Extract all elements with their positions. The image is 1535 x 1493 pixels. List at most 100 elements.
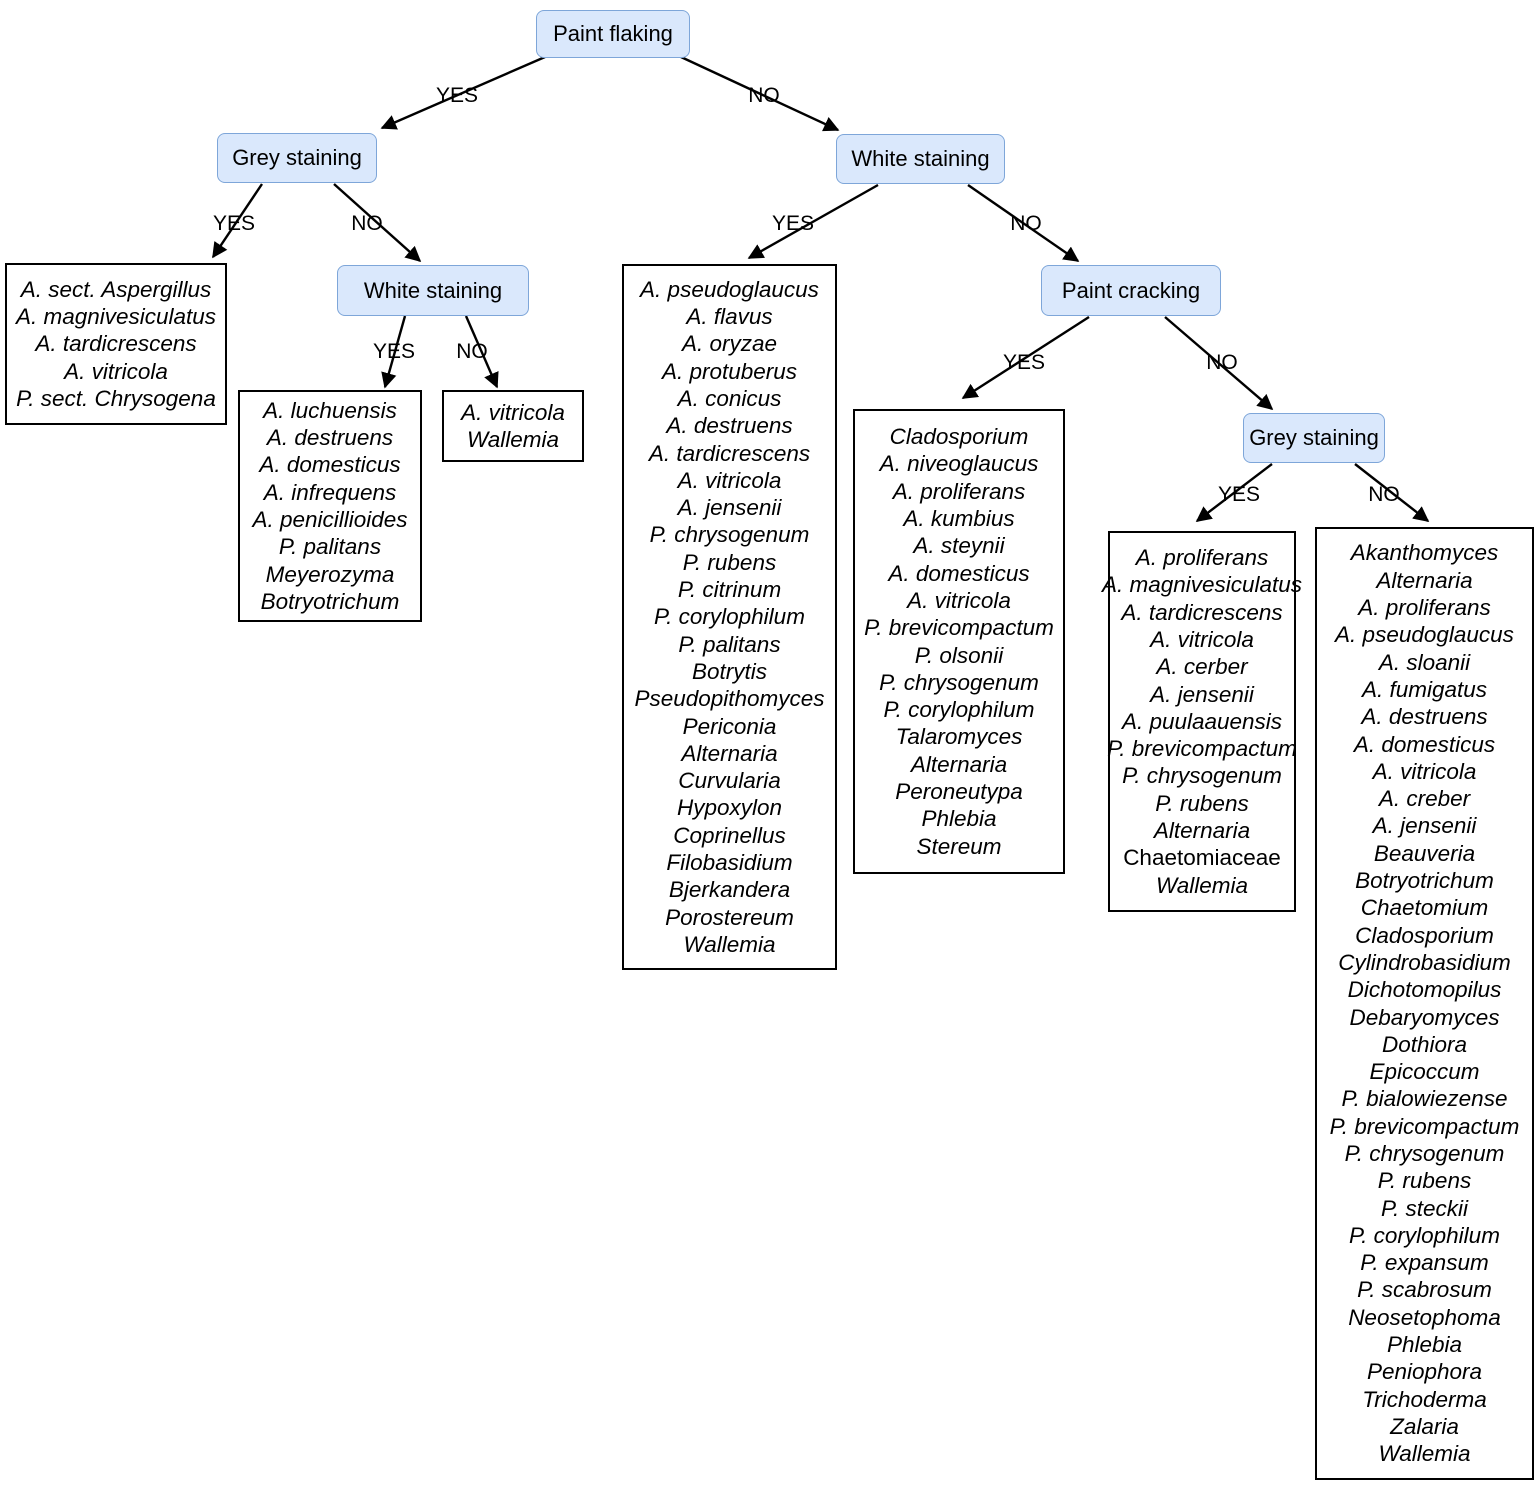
taxon-item: Coprinellus bbox=[673, 822, 786, 848]
taxon-item: Wallemia bbox=[683, 931, 776, 957]
decision-node-white-staining-left[interactable]: White staining bbox=[337, 265, 529, 316]
taxon-item: P. rubens bbox=[1155, 790, 1249, 816]
taxon-item: Cladosporium bbox=[1355, 922, 1494, 948]
taxon-item: Zalaria bbox=[1390, 1413, 1459, 1439]
taxon-item: Alternaria bbox=[1376, 567, 1473, 593]
taxon-item: P. brevicompactum bbox=[1329, 1113, 1520, 1139]
taxon-item: Hypoxylon bbox=[676, 795, 783, 821]
taxon-item: Alternaria bbox=[681, 740, 778, 766]
node-label: Paint flaking bbox=[553, 21, 673, 46]
taxon-item: A. sect. Aspergillus bbox=[20, 276, 212, 302]
decision-node-grey-staining-left[interactable]: Grey staining bbox=[217, 133, 377, 183]
edge-label-whiteleft-yes: YES bbox=[372, 340, 416, 363]
taxon-item: Beauveria bbox=[1373, 840, 1476, 866]
edge-label-whiteleft-no: NO bbox=[456, 340, 488, 363]
taxon-item: Wallemia bbox=[466, 427, 560, 452]
taxon-item: Wallemia bbox=[1155, 872, 1249, 898]
taxon-item: P. chrysogenum bbox=[879, 669, 1039, 695]
taxon-item: A. tardicrescens bbox=[648, 440, 811, 466]
taxon-item: Peroneutypa bbox=[895, 778, 1023, 804]
taxon-item: Filobasidium bbox=[666, 850, 793, 876]
taxon-item: A. jensenii bbox=[1150, 681, 1254, 707]
taxon-item: Debaryomyces bbox=[1349, 1004, 1500, 1030]
decision-node-grey-staining-right[interactable]: Grey staining bbox=[1243, 413, 1385, 463]
taxon-item: Alternaria bbox=[910, 751, 1008, 777]
taxon-item: A. vitricola bbox=[64, 358, 168, 384]
taxon-item: A. niveoglaucus bbox=[879, 451, 1039, 477]
taxon-item: Pseudopithomyces bbox=[634, 686, 825, 712]
taxon-item: A. fumigatus bbox=[1361, 676, 1488, 702]
taxon-item: A. creber bbox=[1378, 786, 1471, 812]
taxon-item: A. penicillioides bbox=[252, 507, 408, 532]
taxon-item: P. olsonii bbox=[914, 642, 1004, 668]
taxon-item: Porostereum bbox=[665, 904, 794, 930]
node-label: Grey staining bbox=[232, 145, 362, 170]
taxon-item: P. bialowiezense bbox=[1341, 1086, 1508, 1112]
taxon-item: A. tardicrescens bbox=[1121, 599, 1283, 625]
taxon-item: Stereum bbox=[916, 833, 1002, 859]
taxon-item: A. domesticus bbox=[888, 560, 1030, 586]
taxon-item: A. conicus bbox=[677, 385, 782, 411]
taxon-item: A. jensenii bbox=[1372, 813, 1477, 839]
taxon-item: Dichotomopilus bbox=[1347, 977, 1502, 1003]
taxon-item: P. brevicompactum bbox=[1107, 736, 1297, 762]
node-label: White staining bbox=[851, 146, 990, 171]
taxon-item: Botrytis bbox=[691, 658, 767, 684]
taxon-item: Botryotrichum bbox=[260, 588, 400, 614]
taxon-item: Botryotrichum bbox=[1355, 868, 1494, 894]
taxon-item: Akanthomyces bbox=[1350, 540, 1499, 566]
taxon-item: A. proliferans bbox=[1135, 545, 1269, 571]
taxon-item: A. flavus bbox=[686, 304, 773, 330]
taxon-item: P. steckii bbox=[1380, 1195, 1469, 1221]
taxon-item: P. citrinum bbox=[677, 577, 782, 603]
taxon-item: Wallemia bbox=[1378, 1441, 1471, 1467]
taxon-item: Periconia bbox=[682, 713, 777, 739]
taxon-item: A. magnivesiculatus bbox=[15, 304, 217, 330]
taxon-item: P. palitans bbox=[278, 534, 382, 560]
edge-label-greyright-no: NO bbox=[1368, 483, 1400, 506]
decision-node-white-staining-top[interactable]: White staining bbox=[836, 134, 1005, 184]
taxon-item: A. vitricola bbox=[1372, 758, 1477, 784]
node-label: White staining bbox=[363, 277, 503, 303]
edge-label-whitetop-no: NO bbox=[1010, 212, 1042, 235]
taxon-item: A. vitricola bbox=[461, 399, 565, 425]
taxon-item: A. cerber bbox=[1156, 654, 1248, 680]
taxon-item: Neosetophoma bbox=[1348, 1304, 1501, 1330]
taxon-item: P. corylophilum bbox=[654, 604, 805, 630]
node-label: Paint cracking bbox=[1061, 277, 1201, 303]
taxon-item: P. sect. Chrysogena bbox=[16, 385, 216, 411]
taxon-item: A. domesticus bbox=[1353, 731, 1496, 757]
taxon-item: P. corylophilum bbox=[1349, 1222, 1500, 1248]
taxon-item: Phlebia bbox=[921, 806, 997, 832]
taxon-item: Talaromyces bbox=[895, 724, 1023, 750]
node-label: Grey staining bbox=[1249, 425, 1379, 450]
taxon-item: A. proliferans bbox=[1358, 595, 1491, 621]
taxon-item: P. chrysogenum bbox=[1344, 1140, 1505, 1166]
taxon-item: A. puulaauensis bbox=[1121, 708, 1283, 734]
taxon-item: A. domesticus bbox=[259, 452, 401, 478]
taxon-item: A. vitricola bbox=[677, 467, 782, 493]
taxon-item: A. infrequens bbox=[263, 479, 397, 505]
taxon-item: Trichoderma bbox=[1362, 1386, 1487, 1412]
taxon-item: P. brevicompactum bbox=[864, 615, 1054, 641]
taxon-item: A. destruens bbox=[266, 425, 394, 451]
taxon-item: A. sloanii bbox=[1378, 649, 1471, 675]
edge-label-greyleft-no: NO bbox=[351, 212, 383, 235]
taxon-item: A. protuberus bbox=[661, 358, 798, 384]
taxon-item: A. pseudoglaucus bbox=[640, 276, 819, 302]
edge-label-cracking-yes: YES bbox=[1002, 351, 1046, 374]
taxon-item: A. destruens bbox=[1361, 704, 1488, 730]
decision-node-paint-flaking[interactable]: Paint flaking bbox=[536, 10, 690, 58]
taxon-item: P. corylophilum bbox=[883, 697, 1035, 723]
taxon-item: A. vitricola bbox=[907, 587, 1011, 613]
decision-node-paint-cracking[interactable]: Paint cracking bbox=[1041, 265, 1221, 316]
taxon-item: P. chrysogenum bbox=[1122, 763, 1282, 789]
taxon-item: P. scabrosum bbox=[1357, 1277, 1492, 1303]
